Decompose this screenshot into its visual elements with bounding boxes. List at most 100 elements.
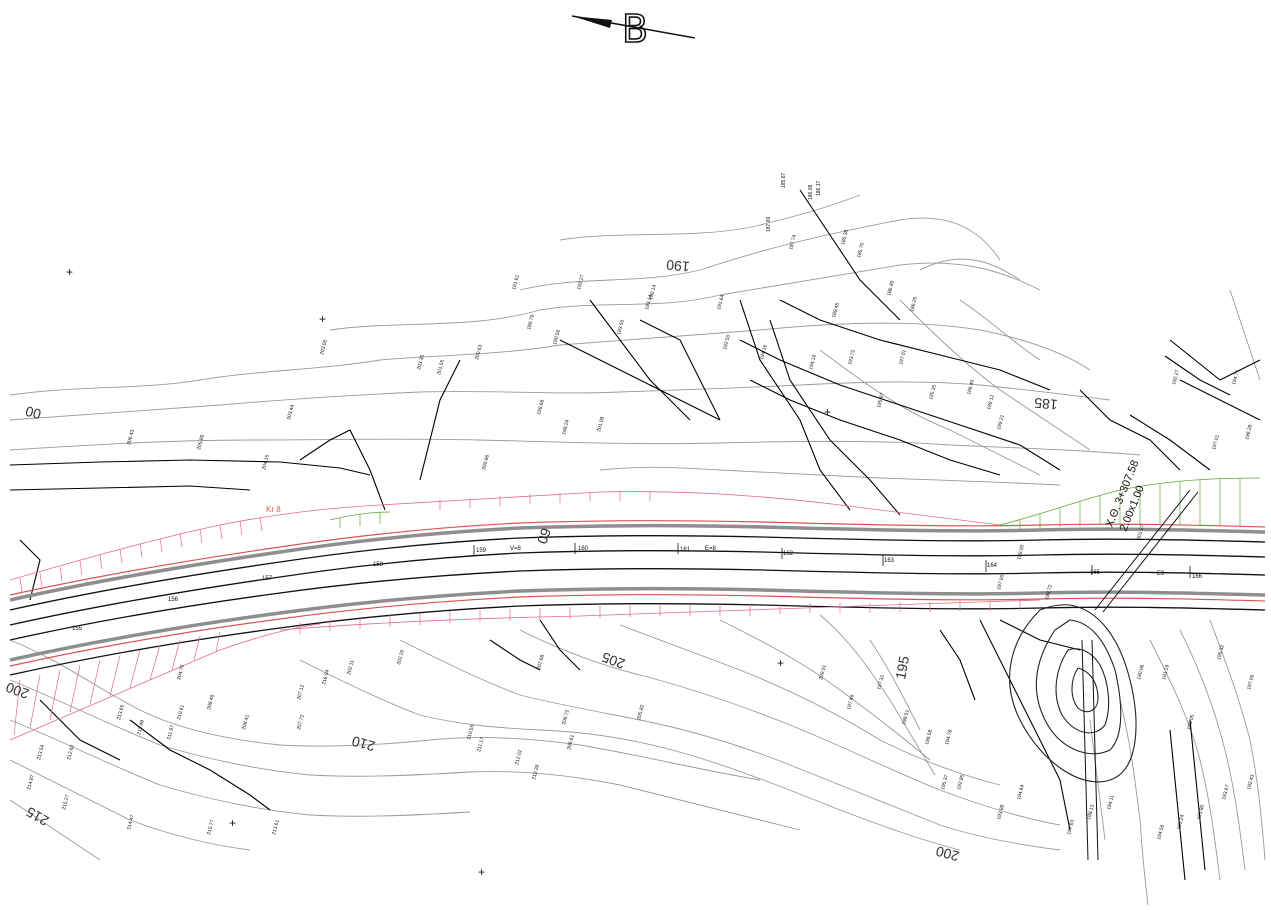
spot-elevation: 186.08 [808, 184, 814, 200]
contour-label: 09 [534, 526, 554, 546]
station-label: V=8 [510, 546, 522, 552]
spot-elevation: 192.27 [576, 274, 586, 291]
spot-elevation: 212.02 [514, 749, 524, 766]
spot-elevation: 199.21 [996, 414, 1006, 431]
station-label: 158 [373, 562, 384, 568]
spot-elevation: 206.72 [561, 709, 571, 726]
spot-elevation: 192.43 [1246, 774, 1256, 791]
spot-elevation: 203.00 [319, 339, 329, 356]
spot-elevation: 215.27 [61, 794, 71, 811]
spot-elevation: 206.43 [126, 429, 136, 446]
station-label: 159 [476, 548, 487, 554]
spot-elevation: 202.20 [396, 649, 406, 666]
road-corridor [9, 477, 1266, 741]
terrain-depression [1009, 604, 1137, 861]
spot-elevation: 205.82 [636, 704, 646, 721]
spot-elevation: 187.69 [766, 216, 772, 232]
spot-elevation: 194.56 [1156, 824, 1166, 841]
spot-elevation: 197.01 [1211, 434, 1221, 451]
spot-elevation: 194.11 [1106, 794, 1116, 810]
spot-elevation: 207.72 [296, 714, 306, 731]
spot-elevation: 193.72 [847, 349, 857, 366]
spot-elevation: 208.49 [206, 694, 216, 711]
spot-elevation: 194.78 [944, 729, 954, 746]
spot-elevation: 191.19 [1161, 664, 1171, 681]
spot-elevation: 199.68 [536, 399, 546, 416]
spot-elevation: 192.85 [956, 774, 966, 791]
stations: 157 158 159 V=8 160 161 E=8 162 163 164 … [72, 543, 1203, 632]
station-label: 163 [884, 558, 895, 564]
spot-elevation: 212.62 [66, 744, 76, 761]
spot-elevation: 197.63 [1066, 819, 1076, 836]
spot-elevation: 185.67 [781, 172, 787, 188]
contour-label: 215 [23, 804, 51, 830]
spot-elevation: 191.64 [716, 294, 726, 311]
station-label: 165 [1090, 570, 1101, 576]
contour-lines [9, 194, 1266, 906]
contour-labels: 190 185 195 200 205 210 215 200 00 09 [3, 257, 1058, 865]
spot-elevations: 185.67 186.08 186.17 187.69 187.74 185.3… [26, 172, 1256, 840]
spot-elevation: 193.67 [1221, 784, 1231, 801]
spot-elevation: 195.67 [876, 392, 886, 409]
spot-elevation: 185.38 [840, 229, 850, 246]
spot-elevation: 185.70 [856, 242, 866, 259]
north-arrow: B [571, 6, 696, 52]
spot-elevation: 197.49 [846, 694, 856, 711]
road-marker: Kr 8 [266, 505, 281, 514]
spot-elevation: 199.12 [986, 394, 996, 411]
spot-elevation: 216.04 [321, 669, 331, 686]
embankment-hatching [13, 478, 1241, 736]
cross-icon: + [66, 265, 73, 279]
spot-elevation: 193.05 [1186, 714, 1196, 731]
spot-elevation: 207.12 [296, 684, 306, 701]
spot-elevation: 197.00 [996, 574, 1006, 591]
spot-elevation: 194.16 [759, 344, 769, 361]
spot-elevation: 214.47 [126, 814, 136, 831]
spot-elevation: 198.51 [901, 709, 911, 726]
spot-elevation: 211.48 [136, 719, 146, 735]
spot-elevation: 193.50 [616, 319, 626, 336]
spot-elevation: 198.24 [561, 419, 571, 436]
spot-elevation: 213.61 [271, 819, 281, 836]
spot-elevation: 190.56 [552, 329, 562, 346]
cross-icon: + [229, 816, 236, 830]
station-label: E9 [1157, 571, 1165, 577]
contour-label: 00 [23, 403, 42, 423]
spot-elevation: 211.97 [166, 724, 176, 740]
spot-elevation: 211.17 [476, 736, 486, 752]
station-label: 155 [72, 626, 83, 632]
spot-elevation: 193.98 [996, 804, 1006, 821]
spot-elevation: 198.72 [1044, 584, 1054, 601]
spot-elevation: 194.19 [808, 354, 818, 371]
spot-elevation: 200.63 [474, 344, 484, 361]
spot-elevation: 192.50 [722, 334, 732, 351]
contour-label: 200 [934, 843, 961, 865]
spot-elevation: 215.77 [206, 819, 216, 836]
spot-elevation: 200.66 [481, 454, 491, 471]
spot-elevation: 194.64 [1016, 784, 1026, 801]
spot-elevation: 195.35 [928, 384, 938, 401]
spot-elevation: 206.61 [566, 734, 576, 751]
spot-elevation: 189.79 [526, 314, 536, 331]
station-label: 164 [987, 563, 998, 569]
spot-elevation: 213.54 [36, 744, 46, 761]
contour-label: 190 [665, 257, 690, 275]
spot-elevation: 201.55 [436, 359, 446, 376]
spot-elevation: 190.06 [1136, 664, 1146, 681]
spot-elevation: 198.13 [1086, 804, 1096, 821]
spot-elevation: 204.15 [261, 454, 271, 471]
survey-crosses: + + + + + + [66, 265, 831, 879]
spot-elevation: 186.17 [816, 180, 822, 196]
spot-elevation: 210.61 [176, 704, 186, 721]
station-label: 156 [168, 597, 179, 603]
spot-elevation: 203.35 [416, 354, 426, 371]
spot-elevation: 201.08 [596, 416, 606, 433]
survey-breaklines [9, 189, 1261, 881]
spot-elevation: 195.24 [1176, 814, 1186, 831]
spot-elevation: 190.14 [648, 284, 658, 301]
contour-label: 185 [1033, 395, 1058, 413]
cross-icon: + [319, 312, 326, 326]
north-arrow-head-icon [572, 16, 612, 28]
spot-elevation: 210.55 [466, 724, 476, 741]
